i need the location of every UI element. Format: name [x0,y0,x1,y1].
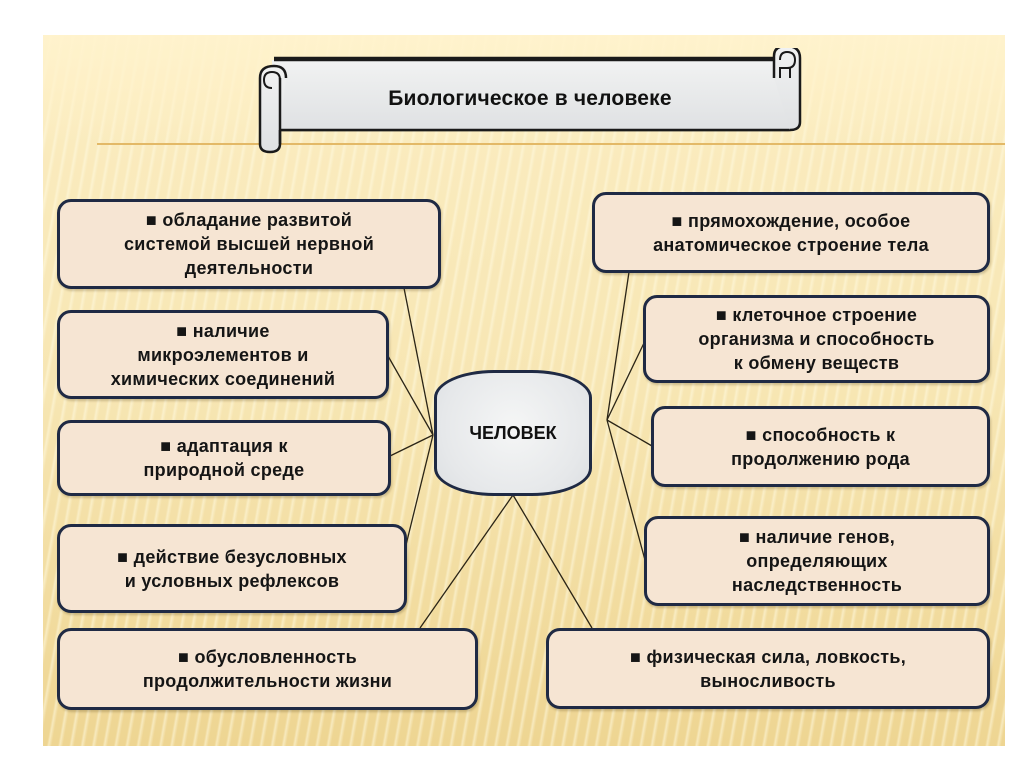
connector-right-1 [606,271,630,421]
connector-right-3 [606,419,653,447]
connector-left-4 [405,434,434,546]
left-item-2-text: ■ наличие микроэлементов и химических со… [110,320,336,389]
left-item-3: ■ адаптация к природной среде [57,420,391,496]
left-item-2: ■ наличие микроэлементов и химических со… [57,310,389,399]
center-node-human: ЧЕЛОВЕК [434,370,592,496]
right-item-2-text: ■ клеточное строение организма и способн… [698,305,935,373]
scroll-icon [258,48,802,154]
right-item-5-text: ■ физическая сила, ловкость, выносливост… [629,646,907,691]
right-item-4: ■ наличие генов, определяющих наследстве… [644,516,990,606]
header-divider-line [97,143,1005,145]
page-title: Биологическое в человеке [388,87,672,110]
connector-right-2 [606,342,645,421]
center-node-label: ЧЕЛОВЕК [469,422,557,443]
left-item-3-text: ■ адаптация к природной среде [143,436,305,480]
right-item-5: ■ физическая сила, ловкость, выносливост… [546,628,990,709]
right-item-3: ■ способность к продолжению рода [651,406,990,487]
connector-right-4 [606,419,646,561]
connector-left-5 [419,494,514,629]
right-item-3-text: ■ способность к продолжению рода [731,424,910,469]
connector-left-2 [387,355,434,436]
left-item-4: ■ действие безусловных и условных рефлек… [57,524,407,613]
connector-left-1 [403,287,434,436]
left-item-4-text: ■ действие безусловных и условных рефлек… [117,546,347,591]
connector-left-3 [389,434,434,457]
right-item-4-text: ■ наличие генов, определяющих наследстве… [731,527,903,595]
left-item-5: ■ обусловленность продолжительности жизн… [57,628,478,710]
right-item-1: ■ прямохождение, особое анатомическое ст… [592,192,990,273]
right-item-1-text: ■ прямохождение, особое анатомическое ст… [653,210,929,255]
left-item-5-text: ■ обусловленность продолжительности жизн… [142,647,393,691]
connector-right-5 [512,494,593,629]
right-item-2: ■ клеточное строение организма и способн… [643,295,990,383]
left-item-1-text: ■ обладание развитой системой высшей нер… [123,210,375,278]
title-scroll-banner: Биологическое в человеке [250,48,810,158]
left-item-1: ■ обладание развитой системой высшей нер… [57,199,441,289]
